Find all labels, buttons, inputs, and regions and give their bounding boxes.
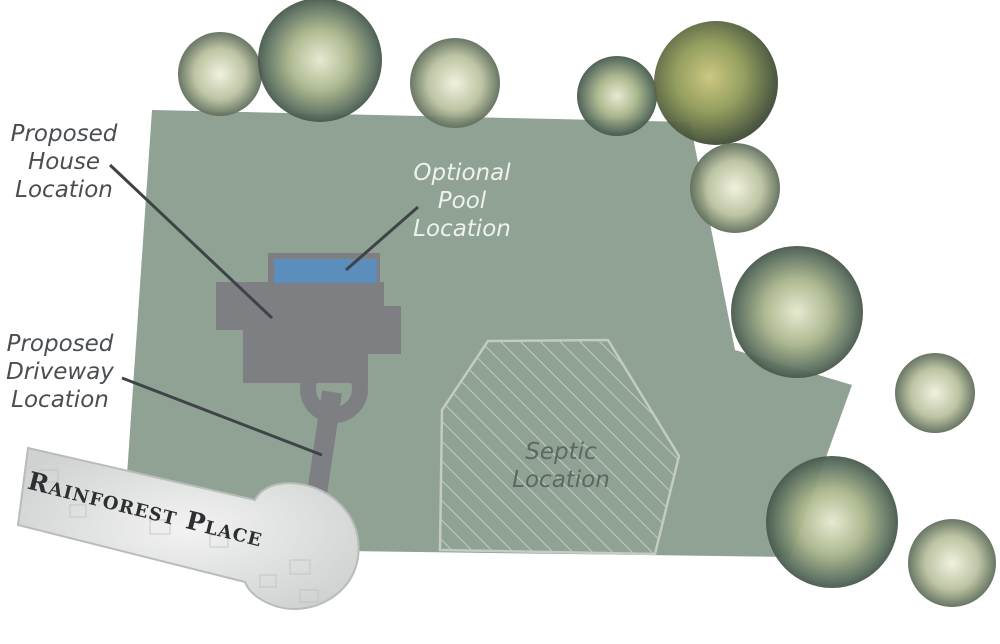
street-sign-icon	[16, 446, 360, 610]
optional-pool-label-line: Optional	[413, 160, 511, 186]
driveway	[300, 355, 368, 502]
watercolor-tree-icon	[178, 0, 996, 607]
proposed-house-label: Proposed House Location	[4, 120, 124, 204]
proposed-driveway-label: Proposed Driveway Location	[0, 330, 120, 414]
optional-pool-label-line: Pool	[437, 188, 487, 214]
house-leader-line	[108, 163, 274, 320]
proposed-house-label-line: House	[27, 149, 101, 175]
proposed-driveway-label-line: Driveway	[6, 359, 114, 385]
septic-area	[438, 338, 681, 556]
optional-pool-label: Optional Pool Location	[402, 159, 522, 243]
pool-shape	[274, 259, 377, 283]
septic-label-line: Location	[512, 467, 610, 493]
septic-label: Septic Location	[498, 438, 624, 494]
driveway-leader-line	[121, 376, 323, 457]
septic-label-line: Septic	[525, 439, 597, 465]
optional-pool-label-line: Location	[413, 216, 511, 242]
proposed-driveway-label-line: Location	[11, 387, 109, 413]
proposed-house-label-line: Location	[15, 177, 113, 203]
proposed-house-label-line: Proposed	[10, 121, 118, 147]
pool-leader-line	[345, 205, 419, 272]
proposed-driveway-label-line: Proposed	[6, 331, 114, 357]
